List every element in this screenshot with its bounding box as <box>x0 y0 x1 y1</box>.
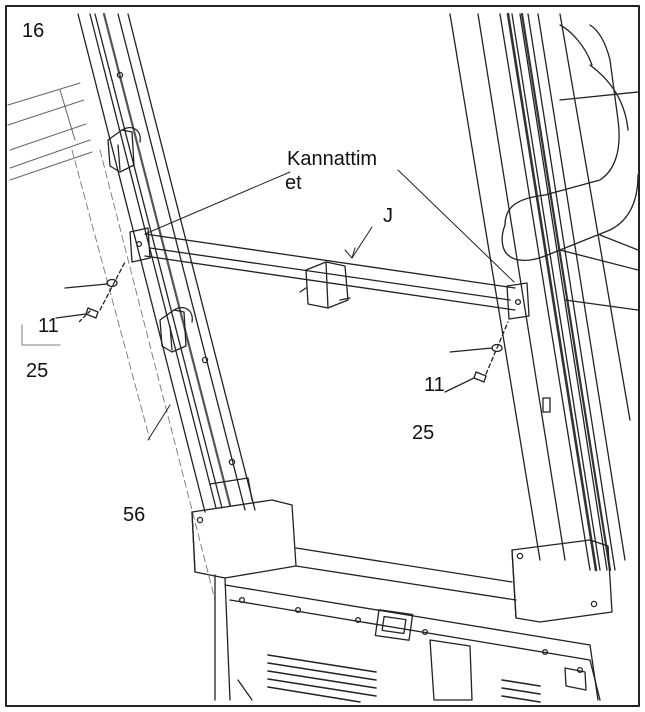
diagram-frame <box>5 5 640 707</box>
right-washer-label: 25 <box>412 422 435 444</box>
left-upright-brackets <box>107 127 193 353</box>
step-number: 16 <box>22 20 45 42</box>
crossbar-label: J <box>383 205 393 227</box>
right-handle <box>501 24 639 311</box>
left-upright <box>71 12 256 601</box>
background-rails <box>7 82 93 181</box>
left-bolt-label: 11 <box>38 315 59 337</box>
upright-label: 56 <box>123 504 146 526</box>
crossbar-j <box>129 227 530 320</box>
right-fasteners <box>444 321 509 393</box>
left-fasteners <box>21 261 126 346</box>
right-upright <box>449 12 631 572</box>
brackets-label-line2: et <box>285 172 302 194</box>
base-frame <box>191 477 613 703</box>
right-bolt-label: 11 <box>424 374 445 396</box>
leader-lines <box>144 169 515 441</box>
brackets-label-line1: Kannattim <box>287 148 378 170</box>
left-washer-label: 25 <box>26 360 49 382</box>
